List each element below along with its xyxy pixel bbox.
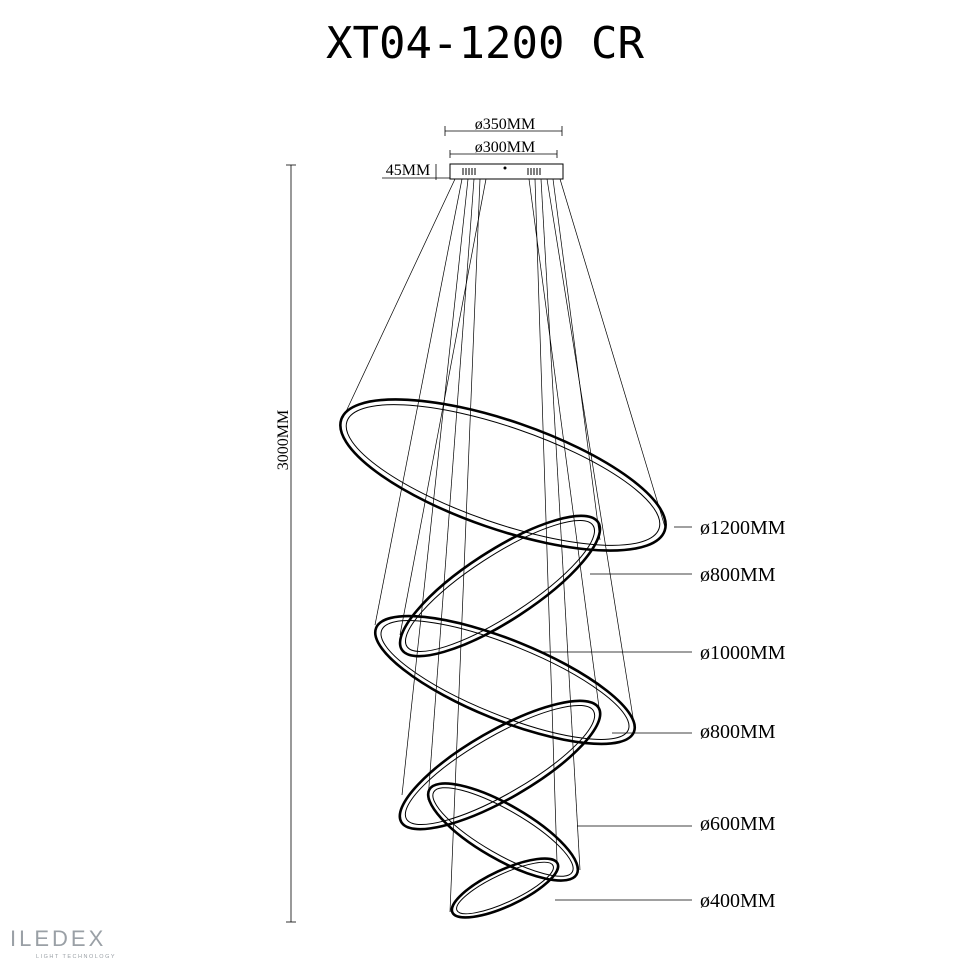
brand-tagline: LIGHT TECHNOLOGY xyxy=(36,954,116,960)
canopy xyxy=(449,163,564,180)
ring-label-1200: ø1200MM xyxy=(700,517,786,539)
canopy-outer-diameter-label: ø350MM xyxy=(475,116,535,133)
ring-label-600: ø600MM xyxy=(700,813,776,835)
overall-height-label: 3000MM xyxy=(275,410,292,470)
model-title: XT04-1200 CR xyxy=(326,18,644,69)
suspension-cables xyxy=(342,178,666,913)
canopy-height-label: 45MM xyxy=(386,162,430,179)
ring-1200 xyxy=(339,398,667,552)
ring-label-400: ø400MM xyxy=(700,890,776,912)
ring-leader-lines xyxy=(540,526,692,901)
canopy-dimensions: ø350MM ø300MM 45MM xyxy=(382,116,563,180)
ring-1000 xyxy=(373,614,637,746)
ring-label-800-upper: ø800MM xyxy=(700,564,776,586)
canopy-inner-diameter-label: ø300MM xyxy=(475,139,535,156)
ring-diameter-labels: ø1200MM ø800MM ø1000MM ø800MM ø600MM ø40… xyxy=(700,517,786,912)
brand-logo: ILEDEX LIGHT TECHNOLOGY xyxy=(10,926,116,960)
ring-label-1000: ø1000MM xyxy=(700,642,786,664)
ring-800-lower xyxy=(398,699,602,831)
ring-600 xyxy=(426,782,580,882)
light-rings xyxy=(339,398,667,919)
overall-height-dimension: 3000MM xyxy=(275,164,296,923)
ring-800-upper xyxy=(398,514,602,658)
ring-label-800-lower: ø800MM xyxy=(700,721,776,743)
ring-400 xyxy=(450,857,560,919)
brand-name: ILEDEX xyxy=(10,926,106,951)
